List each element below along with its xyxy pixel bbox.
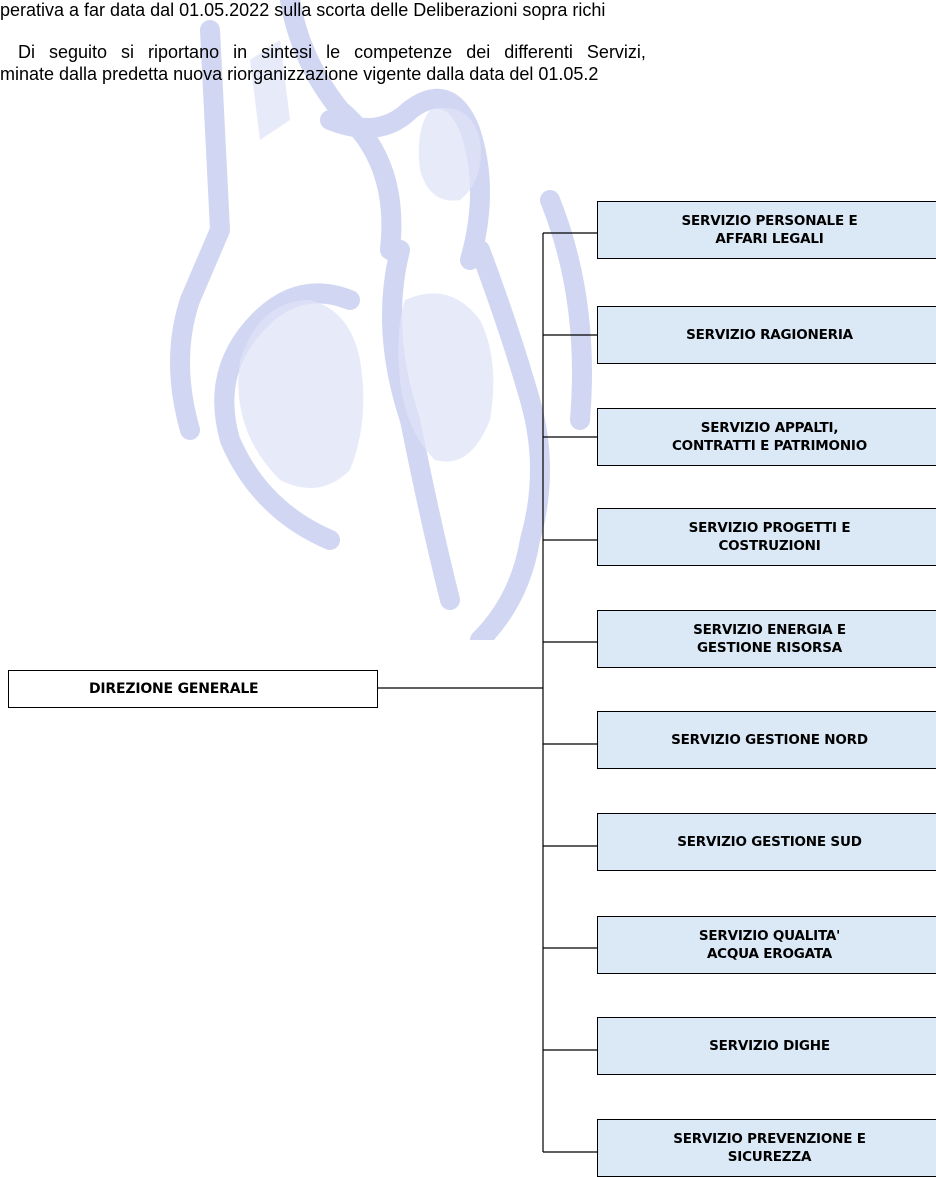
service-box-prevenzione: SERVIZIO PREVENZIONE E SICUREZZA	[597, 1119, 936, 1177]
service-box-qualita-acqua: SERVIZIO QUALITA' ACQUA EROGATA	[597, 916, 936, 974]
service-box-dighe: SERVIZIO DIGHE	[597, 1017, 936, 1075]
service-box-gestione-nord: SERVIZIO GESTIONE NORD	[597, 711, 936, 769]
madonna-watermark-icon	[170, 0, 592, 640]
service-box-energia: SERVIZIO ENERGIA E GESTIONE RISORSA	[597, 610, 936, 668]
service-box-gestione-sud: SERVIZIO GESTIONE SUD	[597, 813, 936, 871]
intro-line-3: minate dalla predetta nuova riorganizzaz…	[0, 64, 599, 84]
intro-line-1: perativa a far data dal 01.05.2022 sulla…	[0, 0, 606, 20]
intro-line-2: Di seguito si riportano in sintesi le co…	[0, 42, 646, 62]
intro-line-2-text: Di seguito si riportano in sintesi le co…	[18, 42, 646, 62]
direzione-generale-box: DIREZIONE GENERALE	[8, 670, 378, 708]
service-box-progetti: SERVIZIO PROGETTI E COSTRUZIONI	[597, 508, 936, 566]
service-box-personale: SERVIZIO PERSONALE E AFFARI LEGALI	[597, 201, 936, 259]
service-box-ragioneria: SERVIZIO RAGIONERIA	[597, 306, 936, 364]
service-box-appalti: SERVIZIO APPALTI, CONTRATTI E PATRIMONIO	[597, 408, 936, 466]
